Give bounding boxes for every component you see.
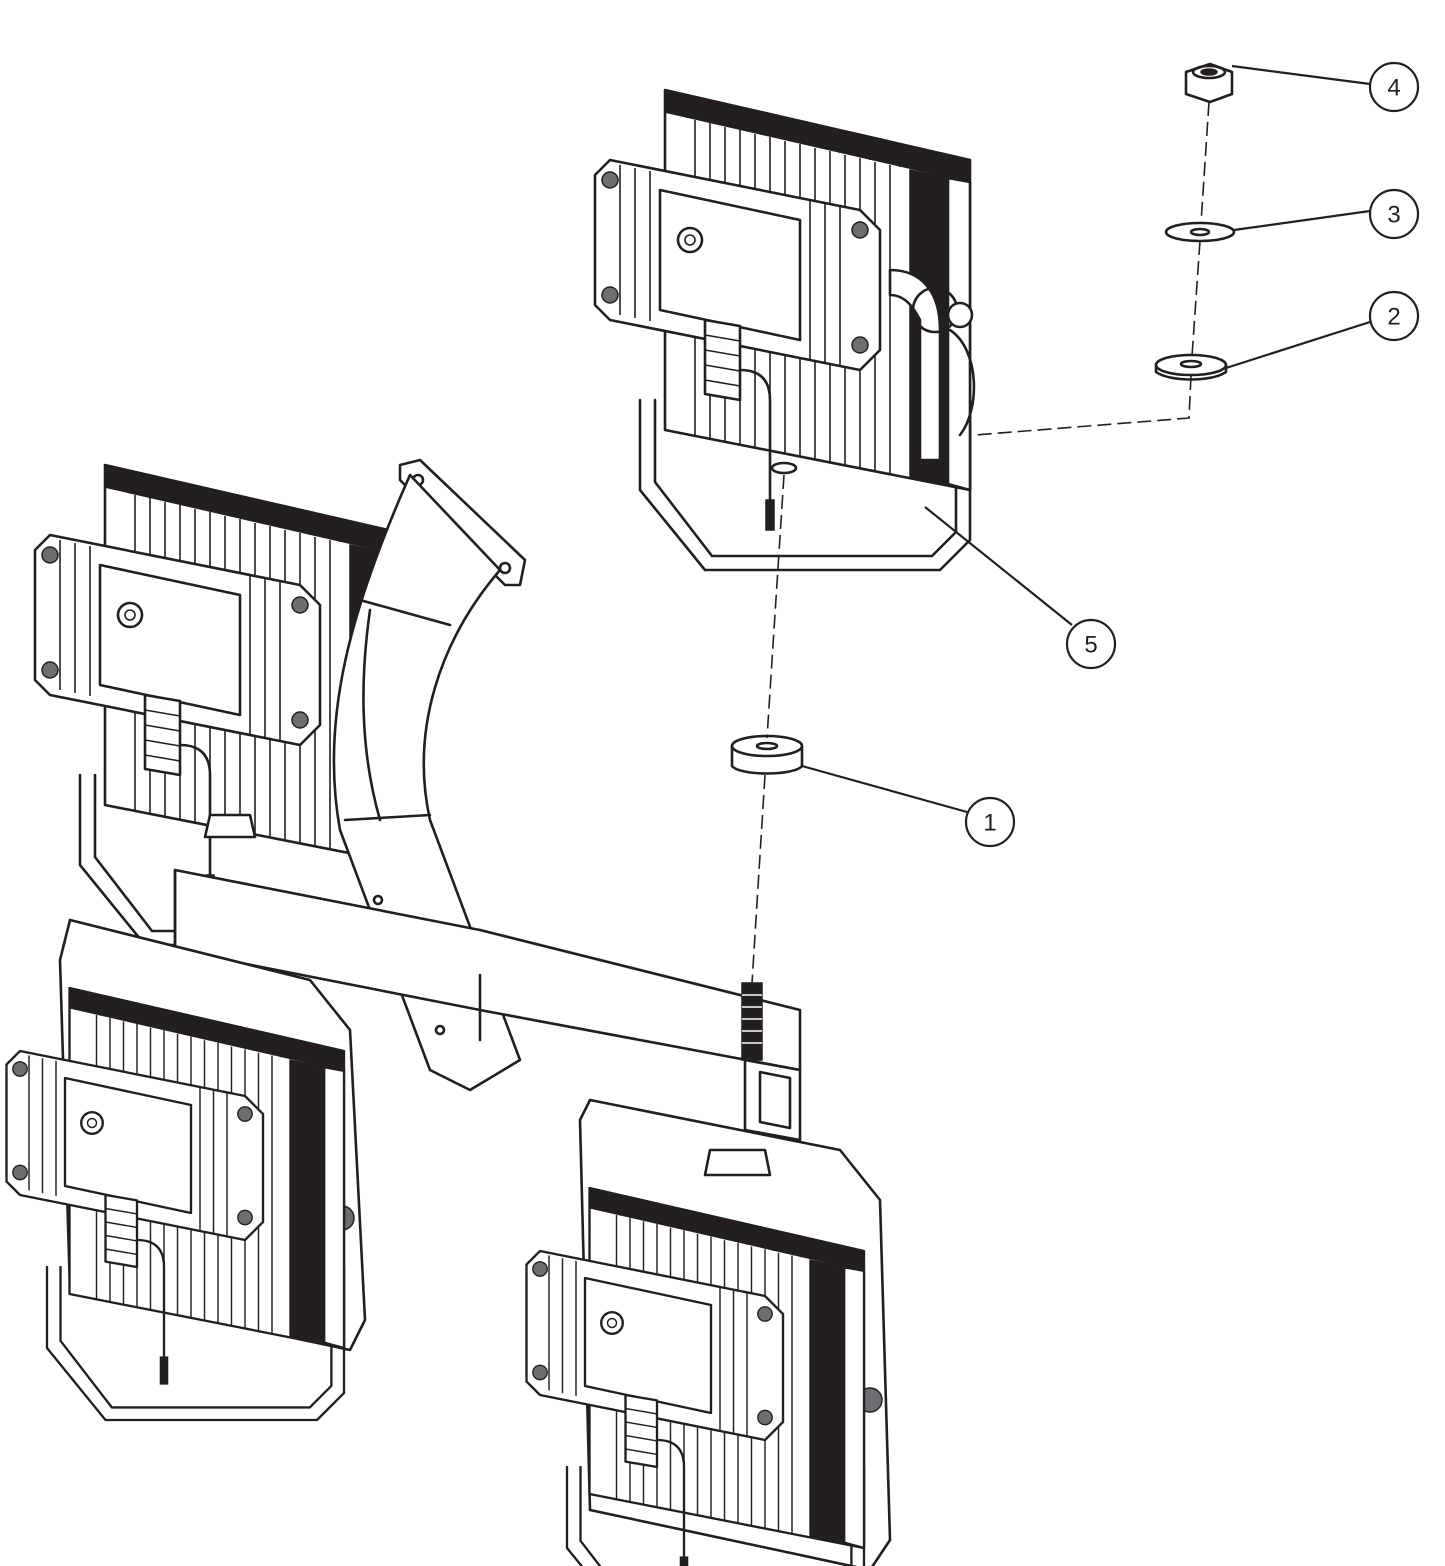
assembly-centerlines	[751, 101, 1210, 984]
part-3-washer	[1164, 221, 1236, 243]
floodlight-fixture-lower-right	[525, 1098, 892, 1566]
callout-5: 5	[1065, 618, 1117, 670]
floodlight-fixture-upper-left	[33, 463, 412, 947]
callout-label: 2	[1387, 304, 1400, 331]
mounting-hole	[770, 461, 798, 475]
part-2-washer	[1154, 353, 1228, 381]
callout-4: 4	[1368, 61, 1420, 113]
callout-1: 1	[964, 796, 1016, 848]
callout-label: 3	[1387, 202, 1400, 229]
part-1-spacer	[730, 734, 804, 775]
callout-3: 3	[1368, 188, 1420, 240]
callout-label: 4	[1387, 75, 1400, 102]
callout-2: 2	[1368, 290, 1420, 342]
mounting-arm	[173, 458, 802, 1142]
callout-label: 5	[1084, 632, 1097, 659]
leader-lines	[801, 64, 1371, 814]
floodlight-fixture-lower-left	[5, 918, 367, 1422]
floodlight-fixture-upper	[593, 88, 976, 572]
callout-label: 1	[983, 810, 996, 837]
part-4-nut	[1184, 62, 1234, 104]
